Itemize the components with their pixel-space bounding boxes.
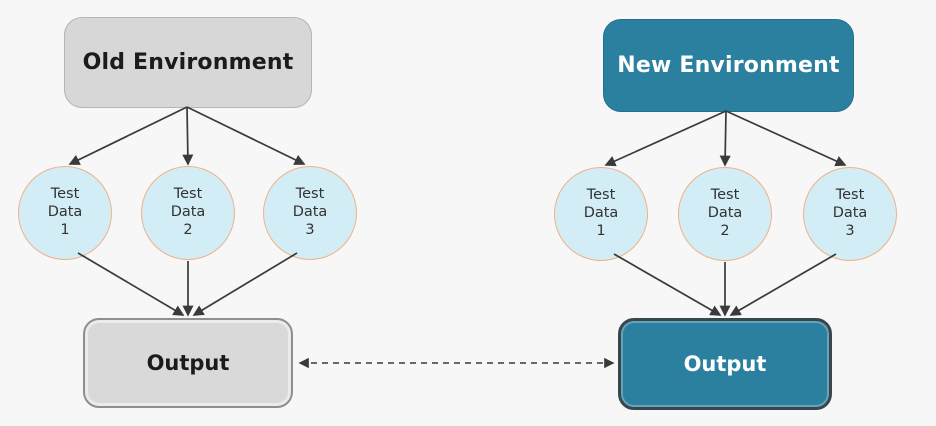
new-test-data-3-label: Test Data 3 [832, 187, 868, 239]
old-test-data-2-circle: Test Data 2 [141, 166, 235, 260]
new-env-to-test-arrows [604, 110, 847, 167]
new-environment-label: New Environment [617, 53, 840, 78]
old-environment-node: Old Environment [64, 17, 312, 108]
old-test-data-1-label: Test Data 1 [47, 186, 83, 238]
new-environment-node: New Environment [603, 19, 854, 112]
old-env-to-test-arrows [68, 106, 306, 166]
old-output-label: Output [146, 351, 230, 375]
new-output-node: Output [618, 318, 832, 410]
old-environment-label: Old Environment [82, 50, 294, 75]
new-test-data-1-circle: Test Data 1 [554, 167, 648, 261]
old-test-data-2-label: Test Data 2 [170, 186, 206, 238]
new-output-label: Output [683, 352, 767, 376]
old-test-to-output-arrows [77, 252, 298, 317]
old-test-data-1-circle: Test Data 1 [18, 166, 112, 260]
new-test-to-output-arrows [613, 253, 837, 317]
old-test-data-3-circle: Test Data 3 [263, 166, 357, 260]
new-test-data-1-label: Test Data 1 [583, 187, 619, 239]
new-test-data-2-circle: Test Data 2 [678, 167, 772, 261]
new-test-data-3-circle: Test Data 3 [803, 167, 897, 261]
old-test-data-3-label: Test Data 3 [292, 186, 328, 238]
old-output-node: Output [83, 318, 293, 408]
new-test-data-2-label: Test Data 2 [707, 187, 743, 239]
